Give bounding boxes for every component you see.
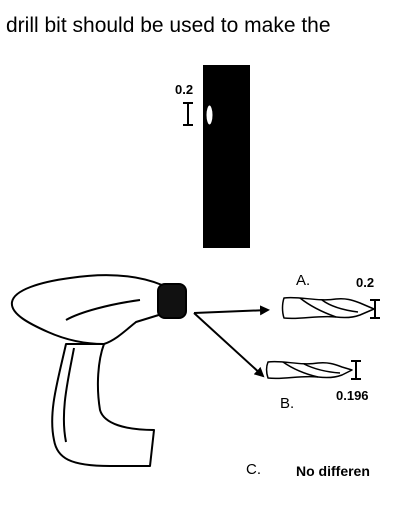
hole: [205, 104, 214, 126]
option-b-letter: B.: [280, 395, 295, 412]
option-b-measurement: 0.196: [336, 388, 369, 403]
arrow-to-option-a: [193, 305, 270, 316]
arrow-to-option-b: [193, 312, 265, 378]
drill-chuck: [157, 283, 187, 319]
drill-handle: [51, 343, 155, 467]
hole-measurement-label: 0.2: [175, 82, 194, 97]
option-a-letter: A.: [296, 272, 311, 289]
black-board: [203, 65, 250, 248]
board: [183, 65, 250, 248]
option-c-letter: C.: [246, 461, 261, 478]
option-a-measurement: 0.2: [356, 275, 375, 290]
hole-width-marker: [183, 102, 193, 126]
drill-bit-a: [281, 296, 380, 320]
drill-body-detail: [65, 299, 141, 321]
drill-handle-inner-line: [62, 347, 75, 443]
drill-body: [10, 274, 163, 345]
question-text: drill bit should be used to make the: [6, 14, 331, 37]
option-c-text: No differen: [296, 464, 370, 478]
drill: [10, 274, 187, 467]
drill-bit-b: [265, 360, 361, 380]
